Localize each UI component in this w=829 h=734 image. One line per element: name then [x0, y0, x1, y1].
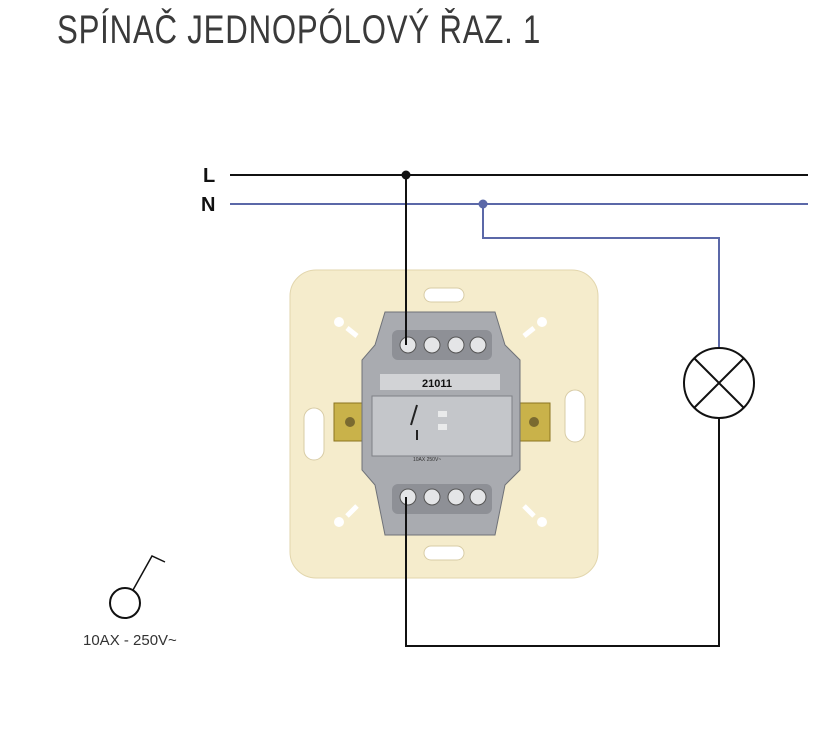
- neutral-to-lamp-wire: [482, 204, 720, 348]
- lamp-icon: [683, 347, 755, 419]
- switched-wire: [405, 418, 720, 647]
- device-code: 21011: [422, 378, 452, 390]
- live-label: L: [203, 165, 215, 187]
- page-title: SPÍNAČ JEDNOPÓLOVÝ ŘAZ. 1: [57, 8, 542, 52]
- switch-rating: 10AX - 250V~: [83, 632, 177, 649]
- switch-mechanism: 21011 10AX 250V~: [361, 311, 521, 536]
- device-spec: 10AX 250V~: [413, 457, 441, 463]
- neutral-junction: [478, 199, 488, 209]
- switch-symbol-icon: [109, 555, 166, 619]
- live-junction: [401, 170, 411, 180]
- neutral-label: N: [201, 194, 215, 216]
